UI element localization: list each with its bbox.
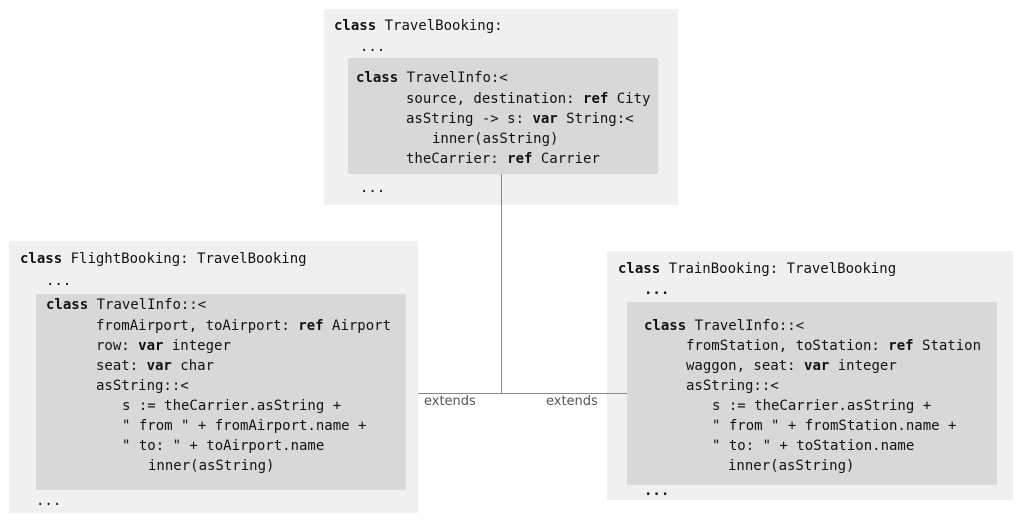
train-travelinfo-header: class TravelInfo::< — [644, 318, 805, 334]
train-inner: inner(asString) — [728, 458, 855, 474]
travelbooking-dots-after: ... — [360, 180, 386, 196]
trainbooking-dots-after: ... — [644, 483, 670, 499]
travelinfo-source-destination: source, destination: ref City — [406, 91, 651, 107]
travelinfo-carrier: theCarrier: ref Carrier — [406, 151, 600, 167]
flight-travelinfo-header: class TravelInfo::< — [46, 297, 207, 313]
flightbooking-dots-after: ... — [36, 493, 62, 509]
trainbooking-header: class TrainBooking: TravelBooking — [618, 261, 897, 277]
flightbooking-travelinfo-box — [36, 294, 406, 490]
flight-to: " to: " + toAirport.name — [122, 438, 325, 454]
train-waggon-seat: waggon, seat: var integer — [686, 358, 897, 374]
flightbooking-header: class FlightBooking: TravelBooking — [20, 251, 307, 267]
flight-row: row: var integer — [96, 338, 231, 354]
train-from: " from " + fromStation.name + — [712, 418, 957, 434]
flight-s-assign: s := theCarrier.asString + — [122, 398, 342, 414]
extends-label-left: extends — [424, 394, 476, 409]
flight-asstring: asString::< — [96, 378, 189, 394]
flight-seat: seat: var char — [96, 358, 215, 374]
train-asstring: asString::< — [686, 378, 779, 394]
travelbooking-header: class TravelBooking: — [334, 18, 503, 34]
travelbooking-travelinfo-box — [348, 58, 658, 174]
extends-label-right: extends — [546, 394, 598, 409]
flight-inner: inner(asString) — [148, 458, 275, 474]
trainbooking-travelinfo-box — [627, 302, 997, 485]
travelinfo-inner: inner(asString) — [432, 131, 559, 147]
trainbooking-dots-before: ... — [644, 282, 670, 298]
train-stations: fromStation, toStation: ref Station — [686, 338, 982, 354]
travelbooking-dots-before: ... — [360, 39, 386, 55]
flight-airports: fromAirport, toAirport: ref Airport — [96, 318, 392, 334]
travelinfo-asstring: asString -> s: var String:< — [406, 111, 634, 127]
train-s-assign: s := theCarrier.asString + — [712, 398, 932, 414]
flight-from: " from " + fromAirport.name + — [122, 418, 367, 434]
inheritance-connector-horizontal — [418, 393, 627, 394]
train-to: " to: " + toStation.name — [712, 438, 915, 454]
inheritance-connector-vertical — [501, 174, 502, 393]
travelinfo-header: class TravelInfo:< — [356, 70, 508, 86]
flightbooking-dots-before: ... — [46, 273, 72, 289]
